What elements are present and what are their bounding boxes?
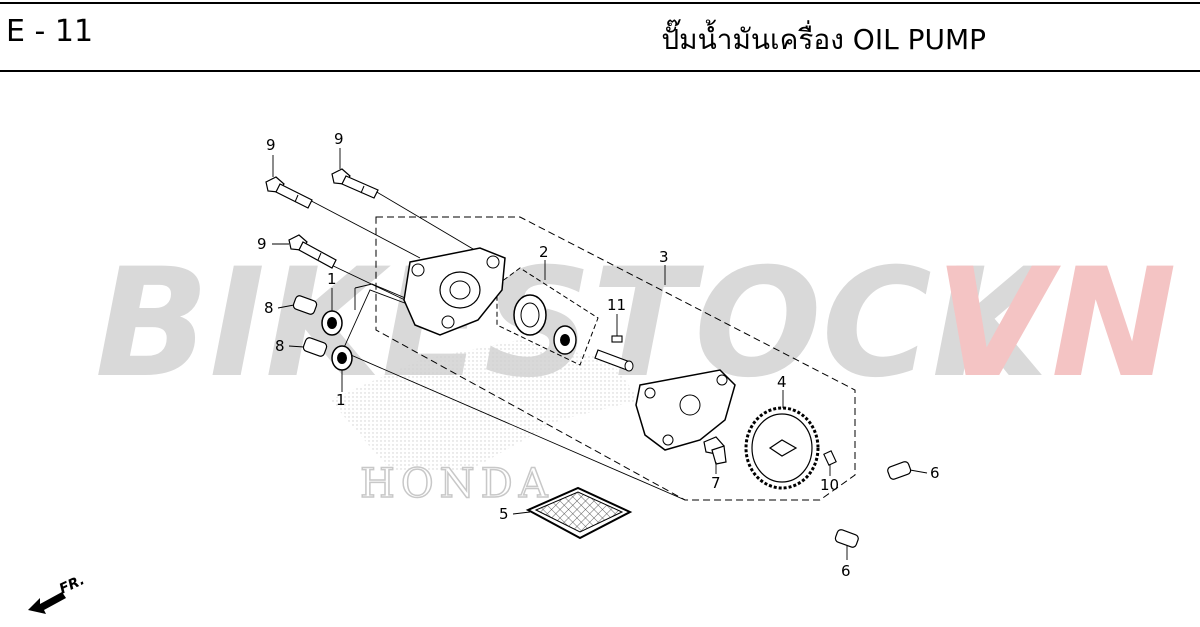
- callout-1: 1: [336, 391, 346, 409]
- front-direction-indicator: FR.: [28, 572, 87, 614]
- watermark: BIKESTOCK VN HONDA: [95, 237, 1177, 508]
- direction-label: FR.: [57, 572, 87, 597]
- header-rule: [0, 70, 1200, 72]
- pump-rotor-part-2: [513, 294, 577, 355]
- callout-9: 9: [257, 235, 267, 253]
- callout-5: 5: [499, 505, 509, 523]
- bolt-part-7: [703, 436, 727, 465]
- callout-8: 8: [275, 337, 285, 355]
- header: E - 11 ปั๊มน้ำมันเครื่อง OIL PUMP: [0, 0, 1200, 72]
- callout-10: 10: [820, 476, 839, 494]
- honda-wing-logo: [330, 340, 640, 470]
- callout-9: 9: [266, 136, 276, 154]
- front-arrow-icon: [28, 592, 66, 614]
- callout-7: 7: [711, 474, 721, 492]
- callout-4: 4: [777, 373, 787, 391]
- oil-seal-part-1b: [331, 345, 353, 371]
- callout-3: 3: [659, 248, 669, 266]
- drive-gear-part-4: [744, 406, 820, 490]
- bolt-part-9a: [265, 176, 313, 209]
- callout-11: 11: [607, 296, 626, 314]
- callout-labels: 9 9 9 8 8 1 1 2 3 11 4 7 10 6 6 5: [257, 130, 940, 580]
- pump-shaft: [594, 349, 634, 372]
- callout-2: 2: [539, 243, 549, 261]
- watermark-text-red: VN: [935, 237, 1177, 411]
- bolt-part-9c: [288, 234, 337, 269]
- oil-strainer-part-5: [525, 486, 633, 540]
- page-code: E - 11: [6, 14, 94, 49]
- callout-6: 6: [930, 464, 940, 482]
- pump-body: [403, 247, 506, 336]
- assembly-outline-3: [375, 216, 856, 501]
- pump-cover-plate: [635, 369, 736, 451]
- oil-seal-part-1a: [321, 310, 343, 336]
- dowel-pin-part-8b: [302, 337, 328, 357]
- dowel-part-6b: [834, 529, 859, 548]
- dowel-pin-part-8a: [292, 295, 318, 315]
- callout-6: 6: [841, 562, 851, 580]
- honda-brand-text: HONDA: [360, 461, 554, 507]
- callout-1: 1: [327, 270, 337, 288]
- bolt-part-9b: [331, 168, 379, 199]
- callout-9: 9: [334, 130, 344, 148]
- pin-part-10: [823, 450, 837, 466]
- page-title: ปั๊มน้ำมันเครื่อง OIL PUMP: [661, 23, 986, 56]
- top-rule: [0, 2, 1200, 4]
- pin-part-11: [611, 335, 623, 343]
- callout-8: 8: [264, 299, 274, 317]
- assembly-outline-2: [496, 267, 599, 366]
- dowel-part-6a: [887, 461, 912, 480]
